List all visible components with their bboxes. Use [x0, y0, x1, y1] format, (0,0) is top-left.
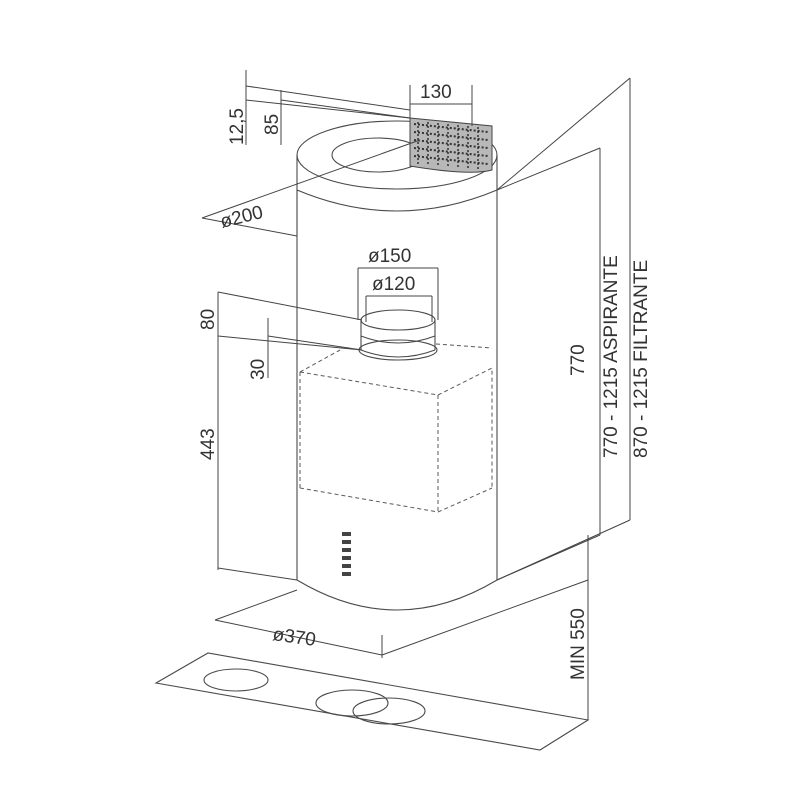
label-collar-low: 30 [248, 359, 269, 380]
label-collar-height: 80 [198, 309, 219, 330]
label-outlet-inner: ø120 [372, 274, 415, 295]
label-top-height: 85 [262, 114, 283, 135]
hood-body [296, 120, 498, 611]
control-buttons [342, 532, 351, 576]
motor-box [299, 343, 493, 513]
dimension-labels: 12,5 85 130 ø200 ø150 ø120 80 30 443 770… [198, 82, 652, 680]
height-dimension-lines [381, 77, 631, 720]
label-body-height: 443 [198, 428, 219, 460]
grille-mesh [409, 117, 493, 173]
label-grid-width: 130 [420, 82, 452, 103]
label-min-distance: MIN 550 [568, 608, 589, 680]
label-total-height: 770 [568, 344, 589, 376]
label-top-offset: 12,5 [227, 108, 248, 145]
outlet-collar [358, 309, 438, 361]
label-range-aspirante: 770 - 1215 ASPIRANTE [601, 255, 622, 458]
cooktop [154, 652, 590, 751]
label-range-filtrante: 870 - 1215 FILTRANTE [631, 260, 652, 458]
label-outlet-outer: ø150 [368, 246, 411, 267]
label-bottom-diameter: ø370 [271, 624, 317, 651]
left-dimension-lines [201, 70, 473, 658]
